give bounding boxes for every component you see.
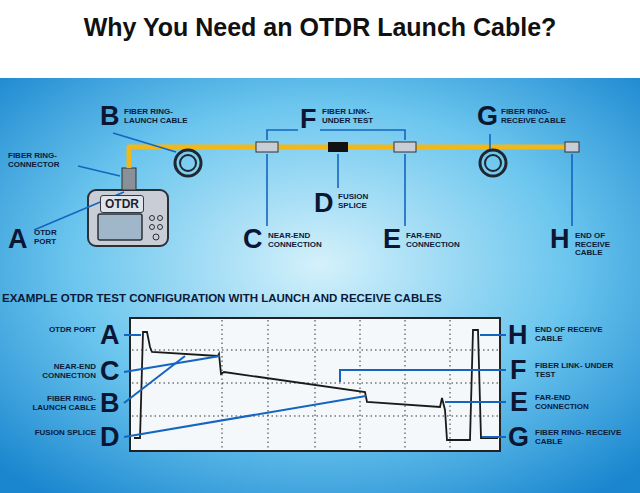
section-heading: EXAMPLE OTDR TEST CONFIGURATION WITH LAU…	[2, 292, 640, 304]
part-label: END OF RECEIVE CABLE	[535, 326, 625, 343]
callout-letter: B	[100, 103, 124, 130]
callout-letter: F	[510, 357, 534, 384]
callout-letter: D	[100, 424, 124, 451]
callout-letter: A	[100, 322, 124, 349]
part-label: FIBER LINK- UNDER TEST	[535, 362, 625, 379]
part-label: FUSION SPLICE	[338, 193, 380, 210]
fiber-cable	[129, 142, 579, 176]
part-label: FIBER RING- LAUNCH CABLE	[14, 395, 96, 412]
callout-letter: F	[300, 106, 322, 133]
device-text: OTDR	[105, 197, 139, 211]
part-label: END OF RECEIVE CABLE	[575, 232, 635, 258]
part-label: FIBER RING- LAUNCH CABLE	[124, 108, 199, 125]
part-label: FIBER LINK- UNDER TEST	[322, 108, 392, 125]
callout-letter: A	[8, 226, 32, 253]
callout-letter: E	[510, 389, 534, 416]
device-label: OTDR	[100, 195, 144, 213]
part-label: FAR-END CONNECTION	[406, 232, 466, 249]
part-label: NEAR-END CONNECTION	[268, 232, 328, 249]
callout-letter: C	[243, 226, 267, 253]
part-label: FAR-END CONNECTION	[535, 394, 625, 411]
page-title: Why You Need an OTDR Launch Cable?	[0, 14, 640, 42]
callout-letter: E	[383, 226, 405, 253]
otdr-device	[88, 168, 168, 246]
callout-letter: G	[508, 424, 532, 451]
callout-letter: H	[508, 322, 532, 349]
part-label: NEAR-END CONNECTION	[14, 363, 96, 380]
leader-lines	[124, 335, 506, 437]
blue-panel	[0, 78, 640, 493]
callout-letter: H	[550, 226, 574, 253]
part-label: FUSION SPLICE	[14, 429, 96, 438]
otdr-trace-graph	[130, 318, 500, 451]
part-label: FIBER RING- RECEIVE CABLE	[501, 108, 579, 125]
callout-letter: D	[314, 190, 336, 217]
callout-letter: B	[100, 390, 124, 417]
leader-lines	[34, 130, 572, 230]
callout-letter: C	[100, 358, 124, 385]
part-label: OTDR PORT	[34, 229, 68, 246]
part-label: FIBER RING- RECEIVE CABLE	[535, 429, 625, 446]
part-label: OTDR PORT	[14, 326, 96, 335]
part-label: FIBER RING- CONNECTOR	[8, 152, 78, 169]
callout-letter: G	[477, 103, 501, 130]
